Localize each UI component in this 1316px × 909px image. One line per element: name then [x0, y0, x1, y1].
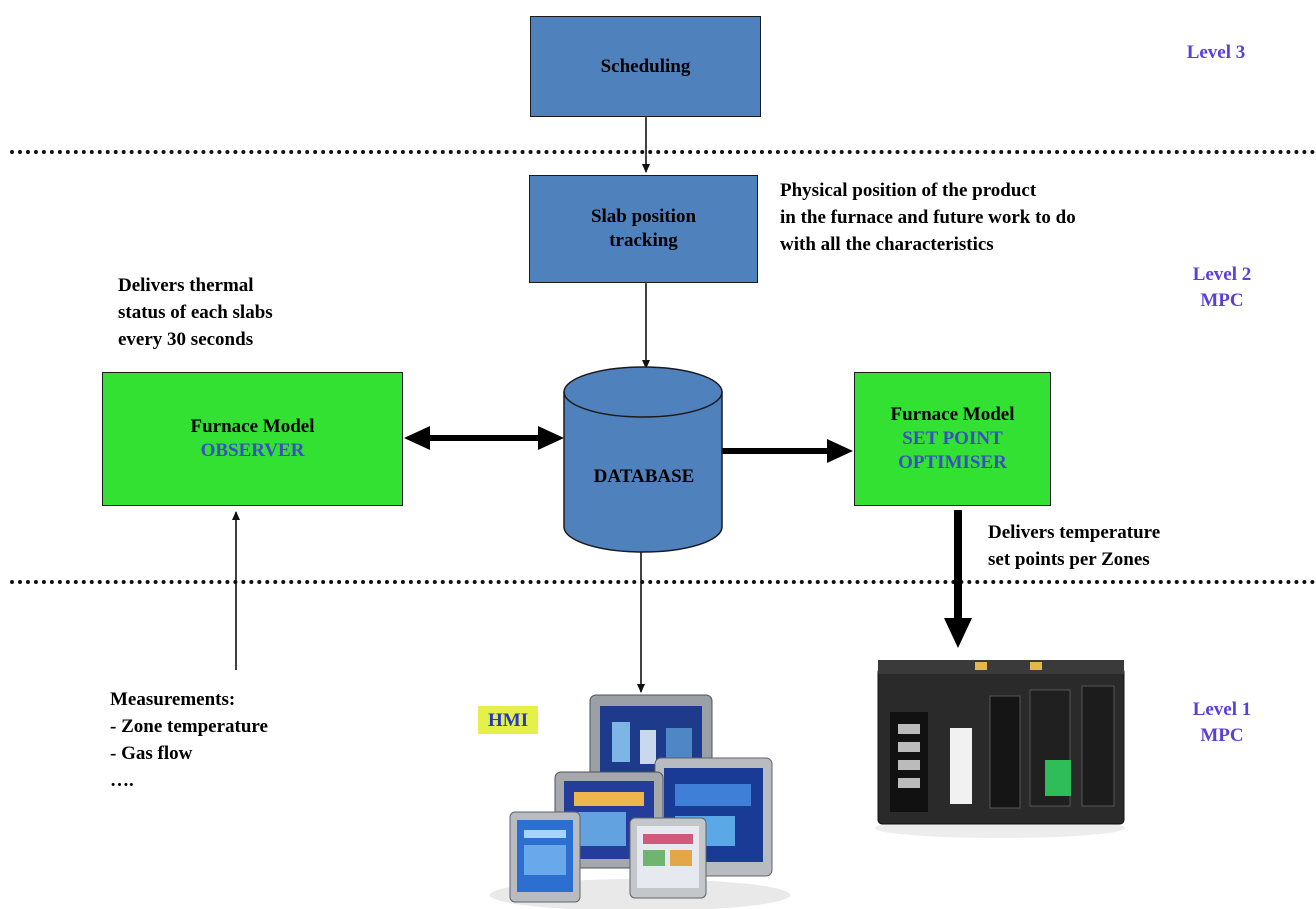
optimiser-title: Furnace Model	[890, 404, 1015, 425]
optimiser-subtitle-1: SET POINT	[902, 428, 1003, 449]
slab-tracking-block: Slab position tracking	[529, 175, 758, 283]
thermal-status-note: Delivers thermal status of each slabs ev…	[118, 275, 273, 350]
arrow-database-optimiser	[722, 439, 853, 463]
slab-tracking-line-2: tracking	[609, 230, 678, 251]
measurements-note: Measurements: - Zone temperature - Gas f…	[110, 689, 268, 791]
level-2-label: Level 2 MPC	[1172, 262, 1272, 314]
level-1-sub: MPC	[1200, 725, 1244, 746]
hmi-panels-image	[490, 694, 790, 909]
level-separator-bottom	[10, 580, 1316, 584]
plc-controller-image	[875, 660, 1125, 838]
level-3-label: Level 3	[1166, 40, 1266, 66]
physical-position-note: Physical position of the product in the …	[780, 180, 1076, 255]
temperature-setpoints-note: Delivers temperature set points per Zone…	[988, 522, 1161, 570]
level-1-label: Level 1 MPC	[1172, 697, 1272, 749]
observer-title: Furnace Model	[190, 416, 315, 437]
database-label: DATABASE	[593, 466, 695, 487]
level-2-text: Level 2	[1192, 264, 1252, 285]
level-2-sub: MPC	[1200, 290, 1244, 311]
slab-tracking-line-1: Slab position	[590, 206, 697, 227]
arrow-observer-database	[404, 426, 564, 450]
database-cylinder	[563, 366, 723, 553]
optimiser-subtitle-2: OPTIMISER	[898, 452, 1007, 473]
arrow-optimiser-plc	[944, 510, 972, 648]
level-3-text: Level 3	[1186, 42, 1246, 63]
optimiser-block: Furnace Model SET POINT OPTIMISER	[854, 372, 1051, 506]
observer-subtitle: OBSERVER	[200, 440, 305, 461]
hmi-label: HMI	[478, 706, 539, 734]
scheduling-block: Scheduling	[530, 16, 761, 117]
level-1-text: Level 1	[1192, 699, 1252, 720]
observer-block: Furnace Model OBSERVER	[102, 372, 403, 506]
scheduling-label: Scheduling	[600, 55, 691, 77]
level-separator-top	[10, 150, 1316, 154]
